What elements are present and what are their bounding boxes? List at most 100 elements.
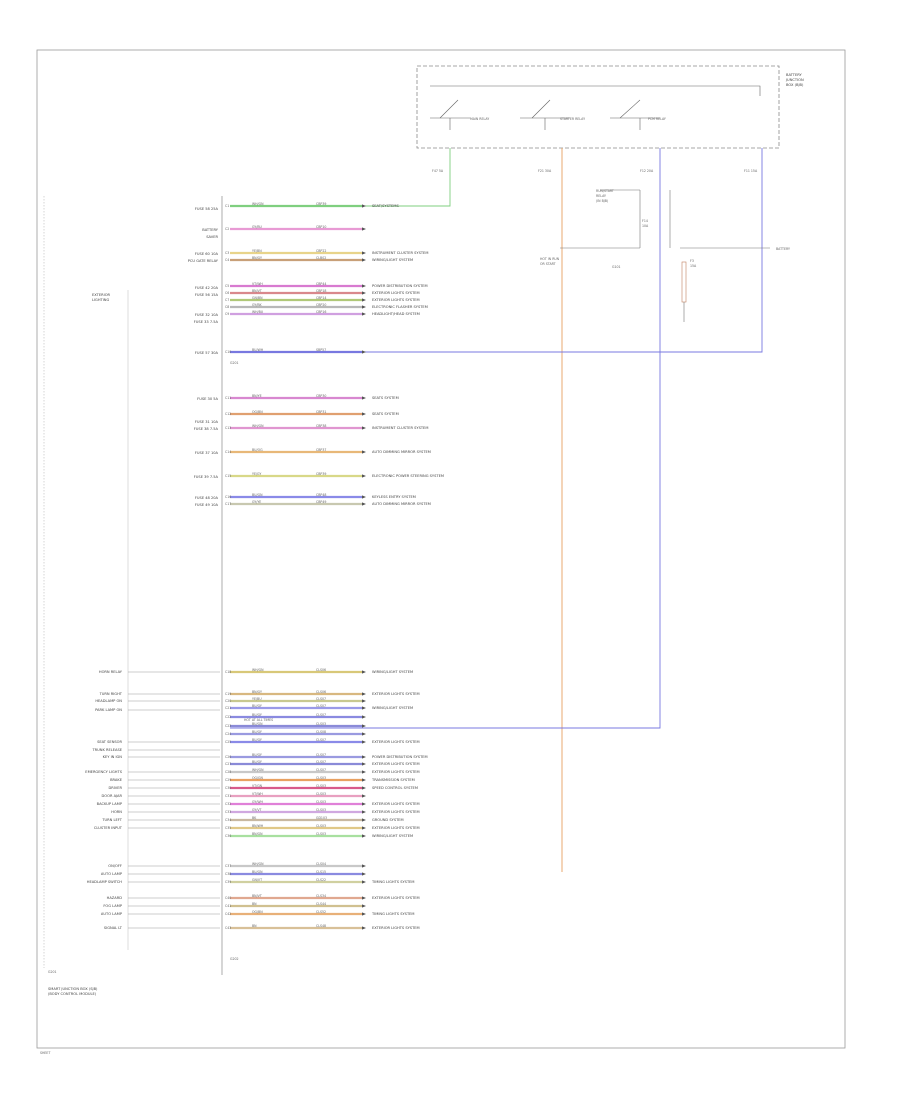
wire-color: BN/WH [252,824,264,828]
input-label: TURN LEFT [101,818,122,822]
wire-arrow [362,495,366,499]
wire-color: BN/GY [252,690,262,694]
fuse-group-label: FUSE 39 7.5A [194,475,219,479]
circuit-number: CBP18 [316,289,326,293]
wire-arrow [362,826,366,830]
circuit-number: CLS52 [316,910,326,914]
circuit-number: CBP30 [316,394,326,398]
wire-color: BU/GN [252,722,263,726]
destination-label: POWER DISTRIBUTION SYSTEM [372,284,428,288]
wire-color: GY/WH [252,800,263,804]
footer-note-2: (BODY CONTROL MODULE) [48,992,97,996]
wire-color: GY/BU [252,225,263,229]
destination-label: AUTO DIMMING MIRROR SYSTEM [372,502,431,506]
destination-label: HEADLIGHT/HEAD SYSTEM [372,312,420,316]
input-label: ON/OFF [108,864,122,868]
run-start-relay-3: (IN BJB) [596,199,608,203]
circuit-number: CBP44 [316,282,326,286]
input-label: AUTO LAMP [101,872,123,876]
pin-number: C10 [225,350,231,354]
wire-arrow [362,810,366,814]
wire-arrow [362,298,366,302]
input-label: HORN RELAY [99,670,123,674]
wire-color: VT/WH [252,282,263,286]
wire-arrow [362,474,366,478]
pin-number: C30 [225,786,231,790]
input-label: SIGNAL LT [104,926,123,930]
destination-label: EXTERIOR LIGHTS SYSTEM [372,770,420,774]
pin-number: C9 [225,312,229,316]
wire-arrow [362,794,366,798]
pin-number: C13 [225,426,231,430]
wire-arrow [362,896,366,900]
wire-arrow [362,204,366,208]
circuit-number: CLS07 [316,738,326,742]
fuse-group-label: FUSE 42 20A [195,286,219,290]
wire-color: WH/GN [252,668,264,672]
circuit-number: CBP49 [316,500,326,504]
fuse-group-label: FUSE 57 30A [195,351,219,355]
pin-number: C14 [225,450,231,454]
pin-number: C11 [225,396,231,400]
wire-color: WH/BU [252,310,264,314]
fuse-group-label: FUSE 38 7.5A [194,427,219,431]
pin-number: C20 [225,699,231,703]
wire-arrow [362,786,366,790]
wire-arrow [362,312,366,316]
destination-label: WIRING/LIGHT SYSTEM [372,834,413,838]
pin-number: C3 [225,251,229,255]
wire-color: GY/BK [252,303,263,307]
input-label: HEADLAMP ON [95,699,122,703]
wire-arrow [362,904,366,908]
pin-number: C15 [225,474,231,478]
circuit-number: CLS08 [316,730,326,734]
pin-number: C31 [225,794,231,798]
wire-color: BU/GY [252,713,262,717]
wire-color: WH/GN [252,862,264,866]
fuse-group-label: BATTERY [202,228,219,232]
circuit-number: CBP39 [316,472,326,476]
input-label: TURN RIGHT [99,692,123,696]
wire-arrow [362,706,366,710]
pin-number: C32 [225,802,231,806]
input-label: DRIVER [108,786,122,790]
destination-label: TIMING LIGHTS SYSTEM [371,880,415,884]
destination-label: ELECTRONIC POWER STEERING SYSTEM [372,474,444,478]
destination-label: ELECTRONIC FLASHER SYSTEM [372,305,428,309]
module-sub-label-1: EXTERIOR [92,293,111,297]
circuit-number: CLS03 [316,808,326,812]
wire-arrow [362,699,366,703]
destination-label: WIRING/LIGHT SYSTEM [372,706,413,710]
wire-color: BU/GY [252,704,262,708]
destination-label: SEATS SYSTEM [372,412,399,416]
wire-arrow [362,740,366,744]
fuse-group-label: FUSE 60 10A [195,252,219,256]
relay-label-1: MAIN RELAY [470,117,489,121]
circuit-number: CLS22 [316,878,326,882]
pin-number: C19 [225,692,231,696]
circuit-number: CLS04 [316,862,326,866]
pin-number: C6 [225,291,229,295]
wire-color: GN/BN [252,296,263,300]
fuse-f3-2: 15A [690,264,697,268]
pin-number: C17 [225,502,231,506]
circuit-number: CLS03 [316,800,326,804]
wire-arrow [362,912,366,916]
destination-label: SEAT/SYSTEMS [372,204,399,208]
input-label: FOG LAMP [103,904,122,908]
circuit-number: CLS03 [316,784,326,788]
bjb-title-1: BATTERY [786,73,803,77]
right-ground-label: G101 [612,265,621,269]
wire-arrow [362,670,366,674]
destination-label: WIRING/LIGHT SYSTEM [372,670,413,674]
circuit-number: CBP31 [316,410,326,414]
pin-number: C7 [225,298,229,302]
fuse-f14-2: 10A [642,224,649,228]
wire-color: BU/GN [252,870,263,874]
battery-junction-box [416,65,780,149]
wire-color: GY/YE [252,500,261,504]
wire-color: BN/YE [252,394,262,398]
bjb-title-3: BOX (BJB) [786,83,804,87]
footer-note-1: SMART JUNCTION BOX (SJB) [48,987,98,991]
